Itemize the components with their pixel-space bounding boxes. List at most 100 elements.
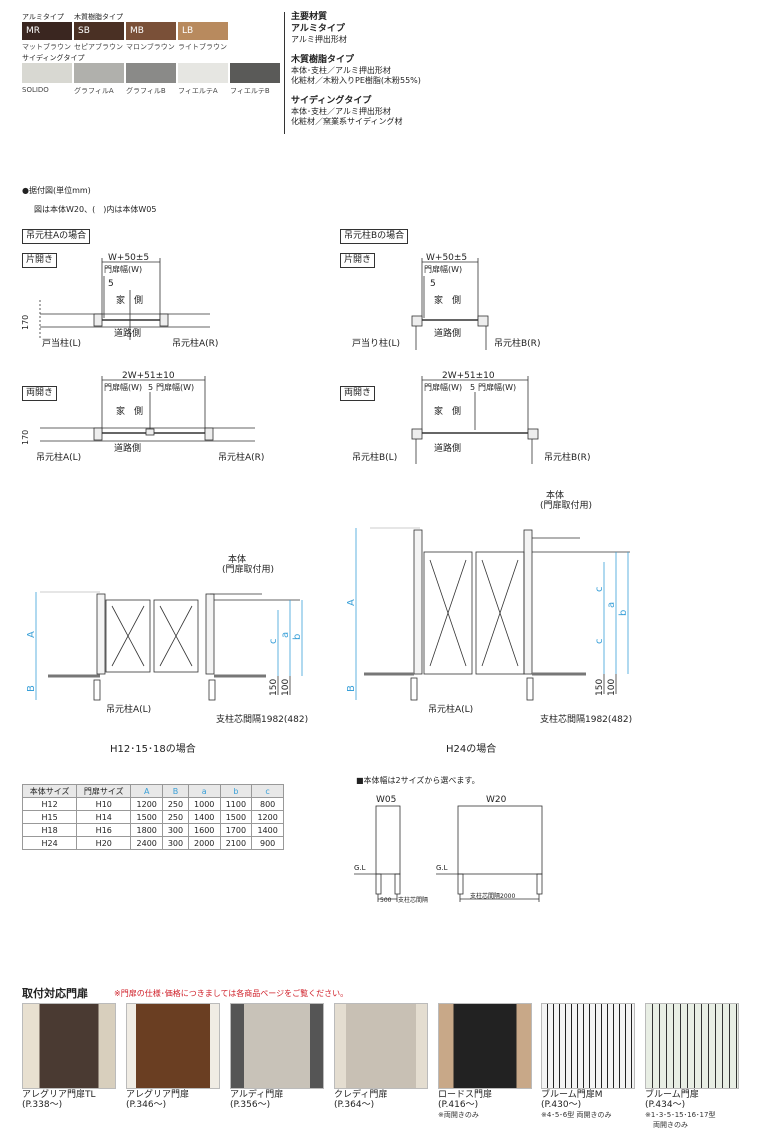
material-line: 化粧材／木粉入りPE樹脂(木粉55%): [291, 76, 421, 85]
s20-label: 支柱芯間隔2000: [470, 892, 515, 900]
dim-b-l: B: [26, 685, 37, 692]
five-b: 5: [430, 279, 436, 289]
materials-heading: 主要材質: [291, 12, 328, 22]
body-label-l: 本体: [228, 553, 246, 565]
cell: H12: [21, 797, 78, 811]
cell: H10: [76, 797, 132, 811]
swatch-mr: MR: [22, 22, 72, 40]
d150-r: 150: [595, 679, 605, 696]
road-a2: 道路側: [114, 442, 141, 454]
gate-name: ブルーム門扉M: [541, 1090, 603, 1100]
width-diagrams: W05 W20 G.L G.L 500 支柱芯間隔 支柱芯間隔2000: [354, 795, 543, 904]
dim-a-r: A: [346, 599, 357, 606]
th: B: [162, 784, 189, 798]
swatch-fierte-b: [230, 63, 280, 83]
five-a2: 5: [148, 383, 153, 392]
material-line: 本体･支柱／アルミ押出形材: [291, 107, 391, 116]
body-sub-r: (門扉取付用): [540, 499, 592, 511]
gate-page: (P.346～): [126, 1100, 167, 1110]
cell: H20: [76, 836, 132, 850]
dim-sb-l: b: [292, 634, 303, 640]
gate-page: (P.356～): [230, 1100, 271, 1110]
hinge-br: 吊元柱B(R): [494, 337, 540, 349]
d170-a2: 170: [21, 430, 30, 445]
gate-image: [334, 1003, 428, 1089]
swatch-sb: SB: [74, 22, 124, 40]
widths-heading: ■本体幅は2サイズから選べます。: [356, 776, 480, 785]
post-l: 吊元柱A(L): [106, 703, 151, 715]
gate-note: ※4･5･6型 両開きのみ: [541, 1111, 612, 1119]
dim-sa-r: a: [606, 602, 617, 608]
resin-type-label: 木質樹脂タイプ: [74, 13, 123, 21]
th: b: [219, 784, 253, 798]
cell: 1600: [187, 823, 221, 837]
th: A: [130, 784, 164, 798]
swatch-name: セピアブラウン: [74, 43, 123, 51]
gate-name: クレディ門扉: [334, 1090, 388, 1100]
hinge-bl: 吊元柱B(L): [352, 451, 397, 463]
material-title: サイディングタイプ: [291, 96, 372, 106]
cell: 1200: [130, 797, 164, 811]
d100-l: 100: [281, 679, 291, 696]
th: c: [251, 784, 284, 798]
swatch-mb: MB: [126, 22, 176, 40]
double-label: 両開き: [340, 386, 376, 401]
single-label: 片開き: [340, 253, 376, 268]
w-double-a: 2W+51±10: [122, 371, 175, 381]
d100-r: 100: [607, 679, 617, 696]
gate-page: (P.430～): [541, 1100, 582, 1110]
gate-image: [22, 1003, 116, 1089]
cell: 1700: [219, 823, 253, 837]
cell: 300: [162, 823, 189, 837]
cell: H18: [21, 823, 78, 837]
dim-b-r: B: [346, 685, 357, 692]
five-a: 5: [108, 279, 114, 289]
case-a-label: 吊元柱Aの場合: [22, 229, 91, 244]
swatch-name: SOLIDO: [22, 86, 49, 94]
gate-image: [438, 1003, 532, 1089]
cell: H24: [21, 836, 78, 850]
swatch-lb: LB: [178, 22, 228, 40]
swatch-solido: [22, 63, 72, 83]
cell: 1400: [187, 810, 221, 824]
dim-sa-l: a: [280, 632, 291, 638]
gate-page: (P.338～): [22, 1100, 63, 1110]
hinge-ar: 吊元柱A(R): [172, 337, 218, 349]
gate-name: アレグリア門扉TL: [22, 1090, 96, 1100]
stop-b: 戸当り柱(L): [352, 337, 400, 349]
cell: 250: [162, 810, 189, 824]
swatch-name: グラフィルB: [126, 87, 166, 95]
d170-a1: 170: [21, 315, 30, 330]
gates-note: ※門扉の仕様･価格につきましては各商品ページをご覧ください。: [114, 989, 349, 998]
th: a: [187, 784, 221, 798]
elevation-diagrams: 本体 (門扉取付用) A B c a b 150 100 吊元柱A(L) 支柱芯…: [26, 489, 632, 755]
case-b-label: 吊元柱Bの場合: [340, 229, 409, 244]
cell: 1500: [130, 810, 164, 824]
house-a1: 家 側: [116, 294, 143, 306]
material-title: 木質樹脂タイプ: [291, 55, 355, 65]
alu-type-label: アルミタイプ: [22, 13, 64, 21]
dim-sb-r: b: [618, 610, 629, 616]
swatch-name: ライトブラウン: [178, 43, 227, 51]
cell: 300: [162, 836, 189, 850]
double-label: 両開き: [22, 386, 58, 401]
body-label-r: 本体: [546, 489, 564, 501]
gl-label: G.L: [436, 864, 448, 872]
gate-name: ブルーム門扉: [645, 1090, 699, 1100]
swatch-fierte-a: [178, 63, 228, 83]
road-b1: 道路側: [434, 327, 461, 339]
gl-label: G.L: [354, 864, 366, 872]
cap-right: H24の場合: [446, 742, 496, 755]
door-w-b2: 門扉幅(W): [424, 382, 462, 392]
gate-image: [126, 1003, 220, 1089]
material-line: 化粧材／窯業系サイディング材: [291, 117, 403, 126]
gate-note: ※両開きのみ: [438, 1111, 479, 1119]
door-w-b: 門扉幅(W): [424, 264, 462, 274]
door-w-a3: 門扉幅(W): [156, 382, 194, 392]
span-r: 支柱芯間隔1982(482): [540, 713, 632, 725]
hinge-ar2: 吊元柱A(R): [218, 451, 264, 463]
